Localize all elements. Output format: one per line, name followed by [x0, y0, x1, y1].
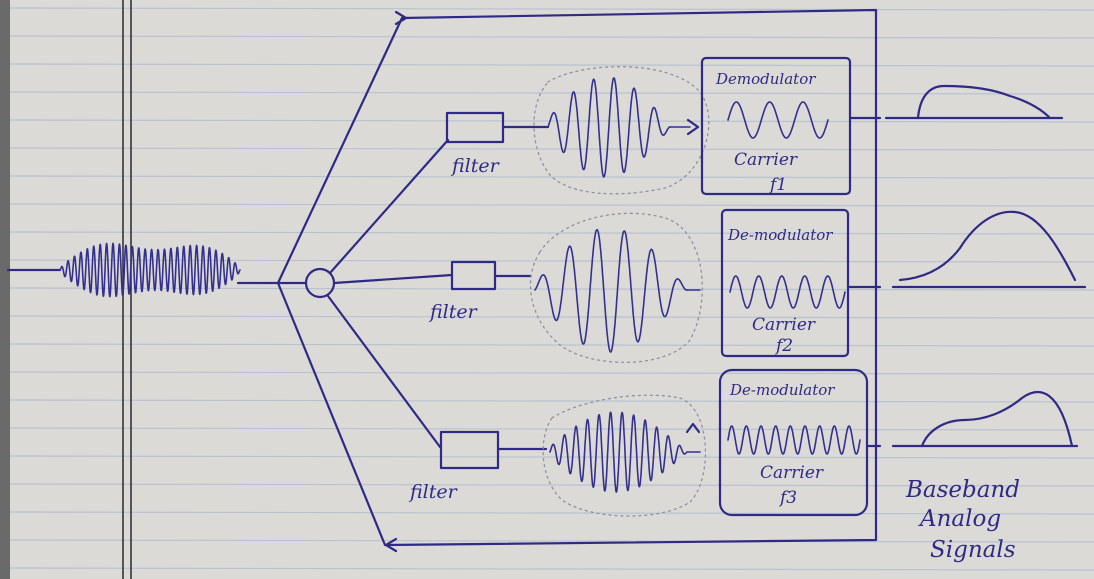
output-label-line-1: Baseband	[905, 477, 1020, 503]
filter-label-2: filter	[428, 301, 479, 323]
demodulator-label-2: De-modulator	[727, 226, 833, 244]
filter-label-1: filter	[450, 155, 501, 177]
demodulator-label-3: De-modulator	[729, 381, 835, 399]
filter-label-3: filter	[408, 481, 459, 503]
carrier-freq-3: f3	[778, 488, 797, 508]
carrier-label-1: Carrier	[734, 150, 798, 170]
carrier-freq-2: f2	[774, 336, 793, 356]
output-label-line-2: Analog	[918, 506, 1001, 532]
carrier-label-2: Carrier	[752, 315, 816, 335]
carrier-freq-1: f1	[768, 175, 787, 195]
carrier-label-3: Carrier	[760, 463, 824, 483]
output-label-line-3: Signals	[930, 537, 1016, 563]
demodulator-label-1: Demodulator	[715, 70, 816, 88]
